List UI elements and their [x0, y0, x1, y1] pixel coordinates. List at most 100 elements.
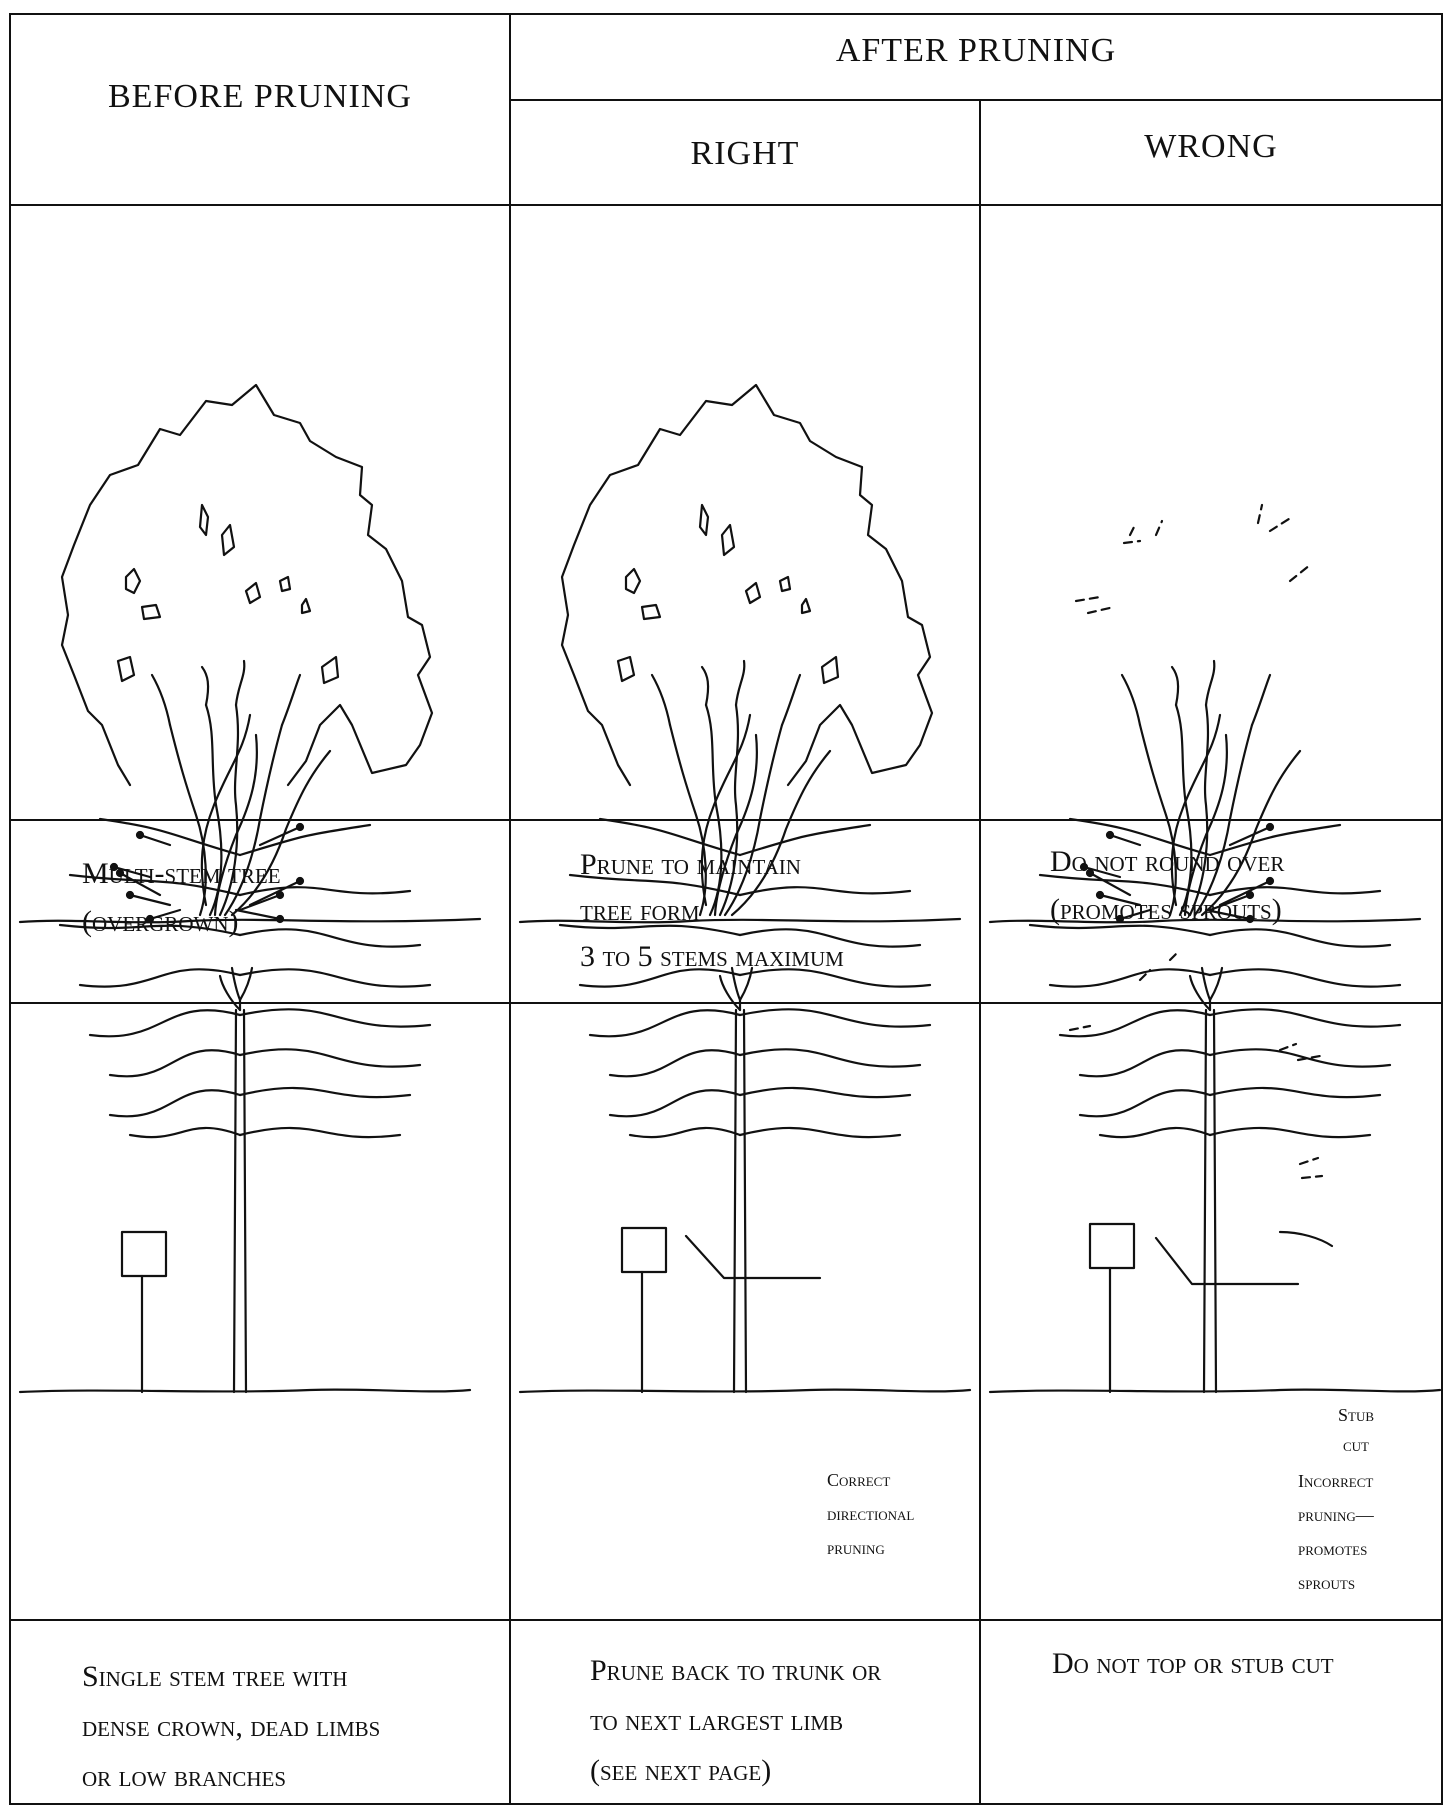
- crown-gap: [200, 505, 208, 535]
- crown-gap: [618, 657, 634, 681]
- crown-gap: [246, 583, 260, 603]
- branch-line: [240, 969, 430, 986]
- caption-line: tree form: [580, 888, 844, 934]
- sprout-dash: [1070, 1026, 1090, 1030]
- stem-line: [236, 661, 244, 705]
- sprout-bud: [1267, 824, 1273, 830]
- branch-line: [1210, 969, 1400, 986]
- branch-line: [240, 1049, 420, 1066]
- tree-multi-stem-before: [20, 385, 480, 922]
- header-right: RIGHT: [510, 135, 980, 173]
- crown-gap: [280, 577, 290, 591]
- branch-line: [610, 1050, 740, 1076]
- annotation-line: pruning: [827, 1531, 914, 1565]
- branch-line: [590, 1010, 740, 1036]
- branch-line: [740, 1088, 910, 1097]
- annotation-line: promotes: [1298, 1532, 1374, 1566]
- sprout-bud: [137, 832, 143, 838]
- crown-gap: [700, 505, 708, 535]
- sprout-dash: [1300, 1158, 1318, 1164]
- stem-line: [202, 667, 208, 705]
- branch-line: [740, 1128, 900, 1137]
- branch-line: [1060, 1010, 1210, 1036]
- sprout-dash: [1280, 1044, 1296, 1050]
- branch-line: [1050, 969, 1210, 986]
- branch-line: [240, 1128, 400, 1137]
- caption-line: to next largest limb: [590, 1696, 881, 1746]
- caption-line: (see next page): [590, 1746, 881, 1796]
- header-before-pruning: BEFORE PRUNING: [10, 78, 510, 116]
- trunk-outline: [234, 1010, 246, 1392]
- caption-single-stem-before: Single stem tree with dense crown, dead …: [82, 1652, 380, 1802]
- caption-line: Prune back to trunk or: [590, 1646, 881, 1696]
- caption-multi-stem-before: Multi-stem tree (overgrown): [82, 850, 281, 946]
- sprout-dash: [1302, 1176, 1322, 1178]
- branch-line: [1210, 1128, 1370, 1137]
- sprout-dash: [1156, 521, 1162, 535]
- branch-line: [740, 1009, 930, 1026]
- caption-line: (overgrown): [82, 898, 281, 946]
- caption-line: or low branches: [82, 1752, 380, 1802]
- caption-line: dense crown, dead limbs: [82, 1702, 380, 1752]
- crown-gap: [118, 657, 134, 681]
- header-after-pruning: AFTER PRUNING: [510, 32, 1442, 70]
- stem-line: [702, 667, 708, 705]
- caption-line: Single stem tree with: [82, 1652, 380, 1702]
- branch-line: [110, 1050, 240, 1076]
- crown-gap: [642, 605, 660, 619]
- caption-line: (promotes sprouts): [1050, 886, 1284, 934]
- crown-gap: [626, 569, 640, 593]
- annotation-line: sprouts: [1298, 1566, 1374, 1600]
- stem-line: [152, 675, 170, 725]
- trunk-outline: [1204, 1010, 1216, 1392]
- caption-line: Prune to maintain: [580, 842, 844, 888]
- header-wrong: WRONG: [980, 128, 1442, 166]
- crown-gap: [126, 569, 140, 593]
- crown-gap: [722, 525, 734, 555]
- stem-line: [1252, 675, 1270, 725]
- crown-gap: [822, 657, 838, 683]
- sign-box: [622, 1228, 666, 1272]
- branch-line: [610, 1090, 740, 1116]
- sprout-dash: [1170, 952, 1178, 960]
- caption-line: Multi-stem tree: [82, 850, 281, 898]
- crown-gap: [802, 599, 810, 613]
- branch-line: [1080, 1050, 1210, 1076]
- caption-line: Do not top or stub cut: [1052, 1640, 1334, 1688]
- caption-single-stem-wrong: Do not top or stub cut: [1052, 1640, 1334, 1688]
- annotation-line: Incorrect: [1298, 1464, 1374, 1498]
- annotation-line: Correct: [827, 1463, 914, 1497]
- branch-line: [740, 1049, 920, 1066]
- annotation-line: cut: [1338, 1430, 1374, 1460]
- branch-line: [240, 1009, 430, 1026]
- annotation-line: Stub: [1338, 1400, 1374, 1430]
- pointer-line: [686, 1236, 820, 1278]
- stem-line: [282, 675, 300, 725]
- caption-line: 3 to 5 stems maximum: [580, 934, 844, 980]
- sprout-dash: [1290, 565, 1310, 581]
- stem-line: [736, 661, 744, 705]
- caption-multi-stem-wrong: Do not round over (promotes sprouts): [1050, 838, 1284, 934]
- annotation-line: directional: [827, 1497, 914, 1531]
- branch-line: [80, 969, 240, 986]
- sprout-bud: [297, 824, 303, 830]
- sign-box: [1090, 1224, 1134, 1268]
- stem-line: [782, 675, 800, 725]
- annotation-correct-directional: Correct directional pruning: [827, 1463, 914, 1565]
- branch-line: [1210, 1049, 1390, 1066]
- sprout-bud: [297, 878, 303, 884]
- pointer-line: [1280, 1232, 1332, 1246]
- branch-line: [1080, 1090, 1210, 1116]
- caption-line: Do not round over: [1050, 838, 1284, 886]
- crown-gap: [322, 657, 338, 683]
- caption-multi-stem-right: Prune to maintain tree form 3 to 5 stems…: [580, 842, 844, 980]
- crown-gap: [142, 605, 160, 619]
- crown-gap: [302, 599, 310, 613]
- annotation-stub-cut: Stub cut: [1338, 1400, 1374, 1460]
- crown-gap: [222, 525, 234, 555]
- pointer-line: [1156, 1238, 1298, 1284]
- trunk-outline: [734, 1010, 746, 1392]
- branch-line: [1210, 1009, 1400, 1026]
- branch-line: [240, 1088, 410, 1097]
